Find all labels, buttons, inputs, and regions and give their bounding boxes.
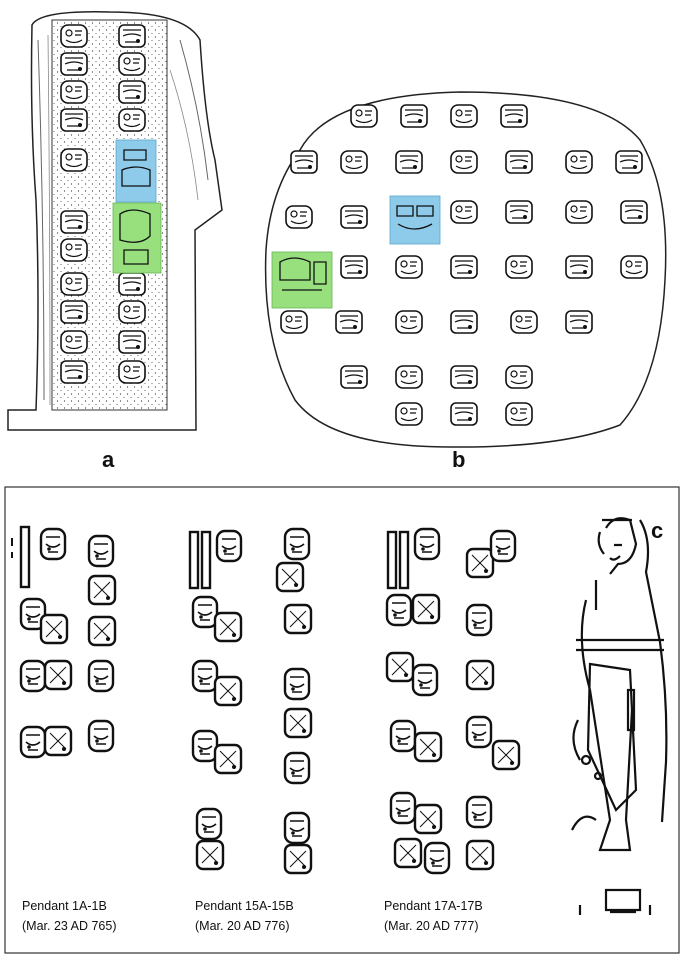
altar-blue-highlight xyxy=(389,195,441,245)
stela-monument xyxy=(7,11,223,431)
pendant-caption-date: (Mar. 23 AD 765) xyxy=(22,919,117,933)
panel-c-frame xyxy=(4,486,680,954)
pendant-15-glyphs xyxy=(188,527,313,875)
pendant-caption-1: Pendant 1A-1B (Mar. 23 AD 765) xyxy=(22,896,117,936)
pendant-caption-date: (Mar. 20 AD 776) xyxy=(195,919,290,933)
pendant-1-glyphs xyxy=(11,525,117,759)
round-altar xyxy=(264,91,667,448)
pendant-caption-title: Pendant 1A-1B xyxy=(22,899,107,913)
pendant-caption-title: Pendant 15A-15B xyxy=(195,899,294,913)
stela-green-highlight xyxy=(112,202,162,274)
pendant-caption-title: Pendant 17A-17B xyxy=(384,899,483,913)
pendant-17-glyphs xyxy=(385,527,521,875)
standing-figure-drawing xyxy=(571,517,668,915)
pendant-caption-date: (Mar. 20 AD 777) xyxy=(384,919,479,933)
panel-label-b: b xyxy=(452,447,466,472)
panel-label-c: c xyxy=(651,518,664,543)
pendant-caption-15: Pendant 15A-15B (Mar. 20 AD 776) xyxy=(195,896,294,936)
pendant-caption-17: Pendant 17A-17B (Mar. 20 AD 777) xyxy=(384,896,483,936)
panel-label-a: a xyxy=(102,447,115,472)
